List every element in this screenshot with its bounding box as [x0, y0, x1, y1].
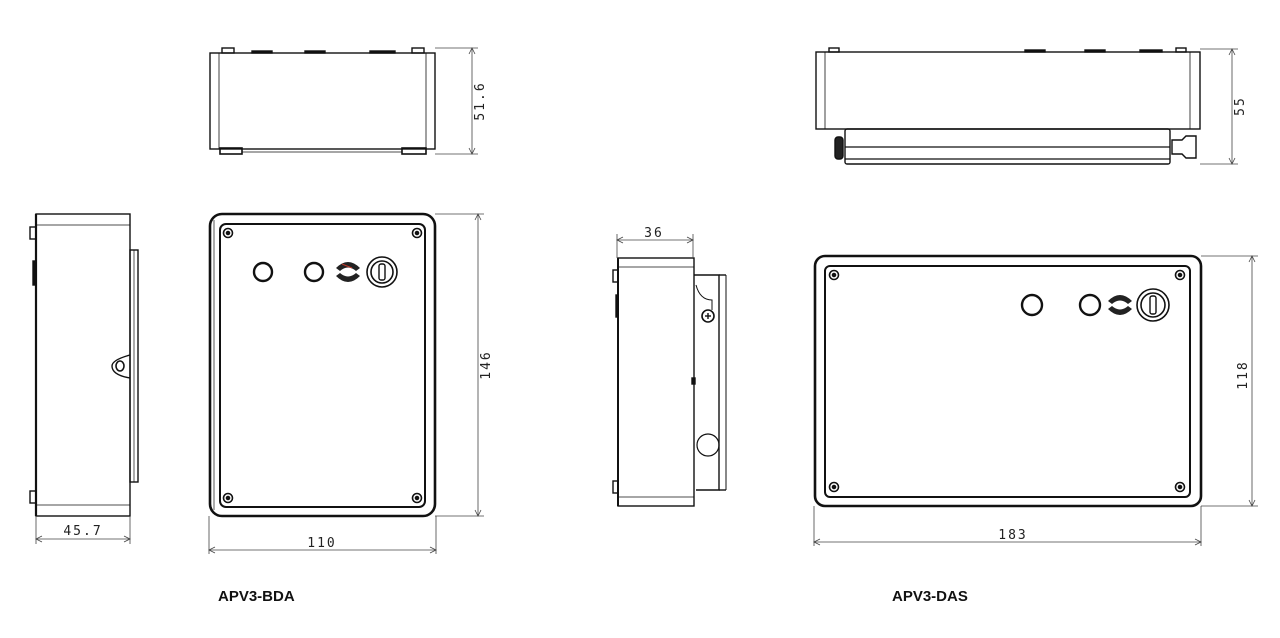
- das-dim-width: [813, 506, 1202, 546]
- dim-label: 45.7: [63, 524, 102, 539]
- bda-dim-width: [208, 516, 437, 554]
- das-side-view: [612, 257, 727, 507]
- dim-label: 110: [307, 536, 336, 551]
- screw-icon: [701, 309, 715, 323]
- dim-label: 118: [1236, 360, 1251, 389]
- das-dim-height: [1201, 255, 1258, 507]
- model-caption-das: APV3-DAS: [892, 588, 968, 605]
- button-icon: [1078, 293, 1102, 317]
- das-dim-depth: [616, 234, 694, 258]
- dim-label: 55: [1233, 96, 1248, 116]
- model-caption-bda: APV3-BDA: [218, 588, 295, 605]
- dim-label: 183: [998, 528, 1027, 543]
- bda-front-view: [208, 212, 437, 518]
- key-switch-icon: [366, 256, 398, 288]
- button-icon: [303, 261, 325, 283]
- bda-side-view: [29, 213, 139, 517]
- button-icon: [1020, 293, 1044, 317]
- wireless-icon: [1108, 295, 1132, 315]
- bda-dim-height: [435, 213, 484, 517]
- key-switch-icon: [1136, 288, 1170, 322]
- das-top-view: [815, 47, 1201, 165]
- button-icon: [252, 261, 274, 283]
- bda-dim-top-height: [435, 47, 478, 155]
- dim-label: 146: [479, 350, 494, 379]
- bda-top-view: [209, 47, 436, 155]
- bda-dim-depth: [35, 516, 131, 544]
- wireless-icon: [336, 262, 360, 282]
- das-front-view: [813, 254, 1203, 508]
- dim-label: 51.6: [473, 81, 488, 120]
- dim-label: 36: [644, 226, 664, 241]
- screw-icon: [222, 227, 423, 504]
- das-dim-top-height: [1200, 48, 1238, 165]
- screw-icon: [828, 269, 1186, 493]
